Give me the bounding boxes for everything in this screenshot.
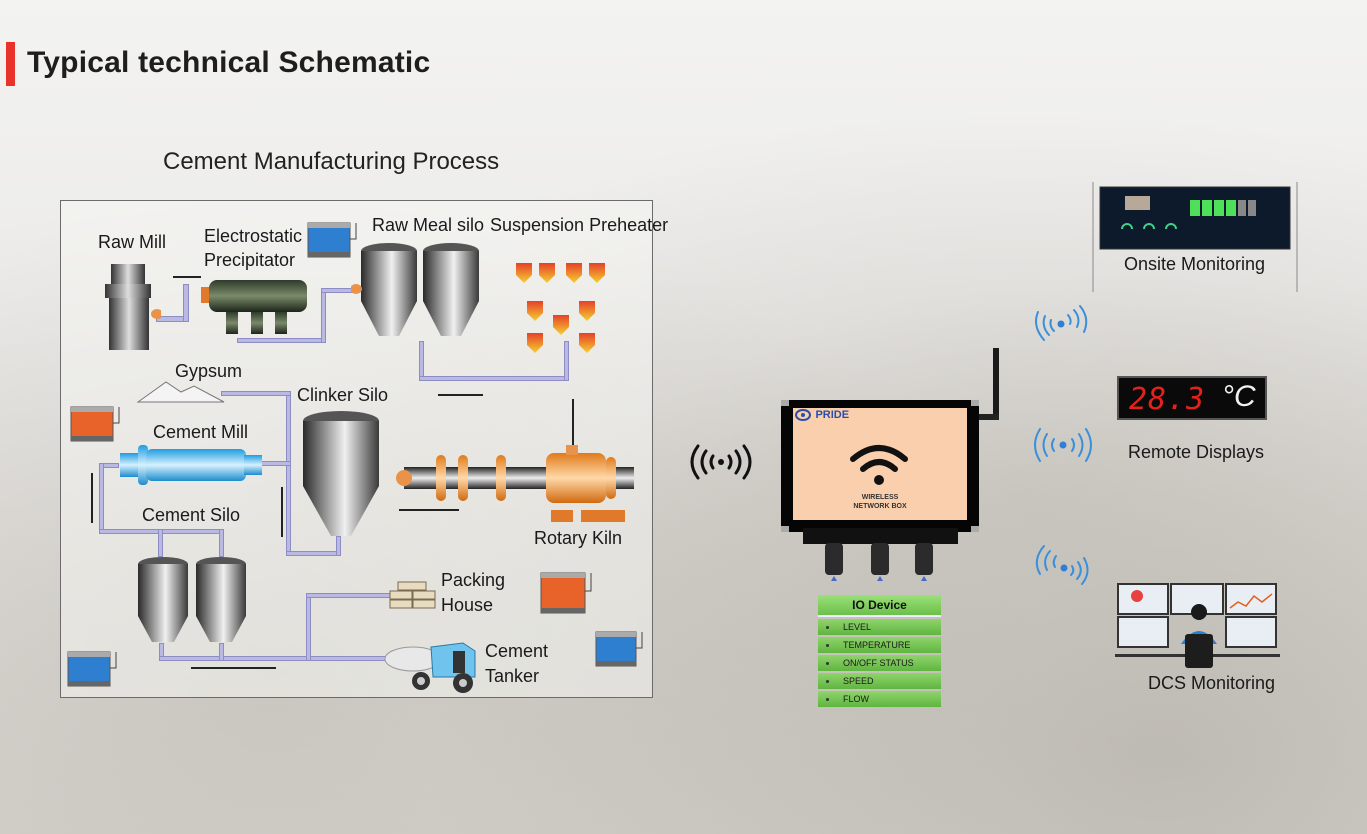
remote-display-unit: °C: [1222, 380, 1256, 413]
cement-silo-icon: [138, 557, 246, 642]
pipe: [99, 463, 104, 533]
flow-arrow: [572, 399, 574, 447]
label-raw-meal-silo: Raw Meal silo: [372, 215, 485, 235]
io-module-blue-icon: [307, 222, 357, 258]
remote-display-reading: 28.3: [1129, 382, 1206, 417]
onsite-monitoring-screen: [1092, 182, 1298, 292]
io-item: TEMPERATURE: [818, 637, 941, 653]
label-esp-2: Precipitator: [204, 250, 296, 270]
pipe: [158, 529, 163, 557]
schematic-frame: Raw Mill Electrostatic Precipitator Raw …: [60, 200, 668, 698]
pipe: [183, 284, 189, 322]
flow-arrow: [438, 394, 483, 396]
pipe: [306, 593, 311, 661]
flow-arrow: [91, 473, 93, 523]
io-item-label: TEMPERATURE: [843, 640, 911, 650]
io-device-panel: IO Device LEVEL TEMPERATURE ON/OFF STATU…: [818, 595, 941, 711]
io-item-label: SPEED: [843, 676, 874, 686]
pride-logo: PRIDE: [795, 406, 849, 424]
raw-mill-icon: [105, 264, 161, 350]
label-packing-1: Packing: [441, 570, 506, 590]
title-accent-bar: [6, 42, 15, 86]
bullet-icon: [826, 626, 829, 630]
pipe: [419, 376, 569, 381]
label-raw-mill: Raw Mill: [98, 232, 167, 252]
wireless-signal-icon: [1034, 428, 1092, 462]
cement-tanker-icon: [384, 642, 476, 693]
io-module-blue-icon: [595, 631, 643, 667]
schematic-title: Cement Manufacturing Process: [163, 148, 500, 175]
flow-arrow: [173, 276, 201, 278]
wireless-signal-icon: [1035, 305, 1088, 341]
network-box-label: WIRELESS NETWORK BOX: [781, 493, 979, 511]
io-item-label: FLOW: [843, 694, 869, 704]
clinker-silo-icon: [303, 411, 379, 536]
label-cement-silo: Cement Silo: [142, 505, 241, 525]
packing-house-icon: [389, 581, 436, 609]
label-tanker-1: Cement: [485, 641, 549, 661]
label-rotary-kiln: Rotary Kiln: [534, 528, 623, 548]
pipe: [159, 656, 389, 661]
remote-displays-label: Remote Displays: [1128, 442, 1265, 462]
network-box-label-line1: WIRELESS: [861, 494, 899, 501]
label-gypsum: Gypsum: [175, 361, 243, 381]
eye-logo-icon: [795, 408, 811, 421]
pipe: [286, 551, 341, 556]
label-suspension-preheater: Suspension Preheater: [490, 215, 669, 235]
raw-meal-silo-icon: [351, 243, 479, 336]
io-module-orange-icon: [540, 572, 592, 614]
electrostatic-precipitator-icon: [201, 280, 307, 334]
label-packing-2: House: [441, 595, 494, 615]
io-device-title: IO Device: [818, 595, 941, 617]
pipe: [419, 341, 424, 381]
pipe: [286, 391, 291, 556]
cable-glands: [825, 543, 933, 581]
pipe: [564, 341, 569, 381]
bullet-icon: [826, 644, 829, 648]
network-box-label-line2: NETWORK BOX: [853, 503, 907, 510]
page-title: Typical technical Schematic: [27, 46, 431, 79]
label-esp-1: Electrostatic: [204, 226, 303, 246]
rotary-kiln-icon: [396, 445, 634, 522]
flow-arrow: [399, 509, 459, 511]
label-cement-mill: Cement Mill: [153, 422, 249, 442]
io-item: ON/OFF STATUS: [818, 655, 941, 671]
wireless-network-box: PRIDE WIRELESS NETWORK BOX: [781, 348, 999, 581]
bullet-icon: [826, 680, 829, 684]
wireless-broadcast-icon: [690, 444, 752, 480]
pipe: [221, 391, 291, 396]
pipe: [219, 643, 224, 661]
io-module-orange-icon: [70, 406, 120, 442]
dcs-monitoring-label: DCS Monitoring: [1148, 673, 1276, 693]
pride-brand-text: PRIDE: [815, 408, 850, 421]
io-module-blue-icon: [67, 651, 117, 687]
pipe: [306, 593, 396, 598]
suspension-preheater-icon: [516, 263, 605, 353]
pipe: [321, 288, 326, 343]
io-item: LEVEL: [818, 619, 941, 635]
flow-arrow: [281, 487, 283, 537]
remote-display-panel: 28.3 °C: [1117, 376, 1267, 420]
label-tanker-2: Tanker: [485, 666, 540, 686]
wifi-icon: [850, 445, 908, 485]
bullet-icon: [826, 662, 829, 666]
io-item: SPEED: [818, 673, 941, 689]
bullet-icon: [826, 698, 829, 702]
pipe: [336, 536, 341, 556]
gypsum-pile-icon: [136, 381, 225, 403]
label-clinker-silo: Clinker Silo: [297, 385, 389, 405]
network-box-enclosure: [781, 348, 999, 544]
onsite-monitoring-label: Onsite Monitoring: [1124, 254, 1266, 274]
io-item-label: LEVEL: [843, 622, 872, 632]
io-item-label: ON/OFF STATUS: [843, 658, 914, 668]
wireless-signal-icon: [1035, 545, 1089, 585]
pipe: [219, 529, 224, 557]
dcs-monitoring-illustration: [1115, 583, 1280, 668]
io-item: FLOW: [818, 691, 941, 707]
flow-arrow: [191, 667, 276, 669]
cement-mill-icon: [120, 445, 262, 485]
